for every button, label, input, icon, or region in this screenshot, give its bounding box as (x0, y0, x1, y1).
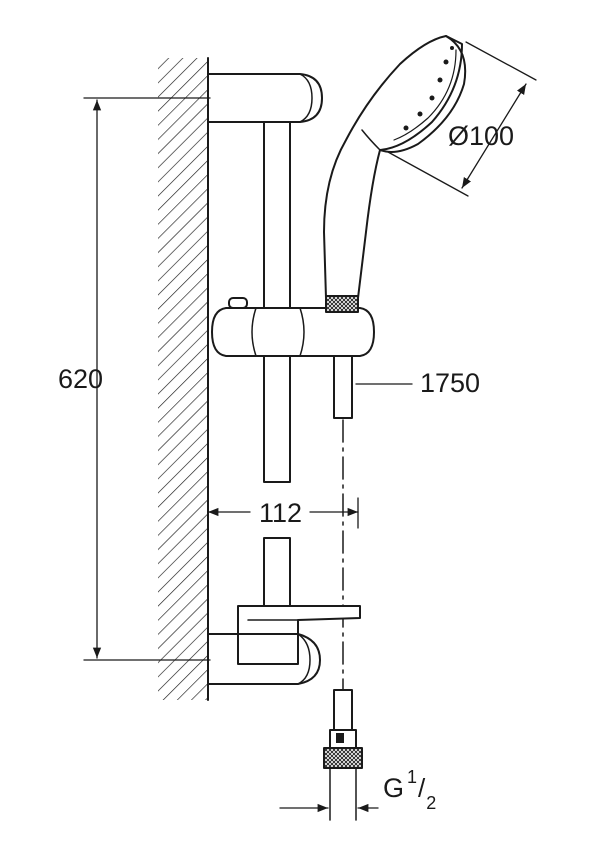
dimension-d100 (387, 41, 537, 197)
spray-nozzles (403, 46, 454, 131)
connection-slash: / (418, 773, 426, 803)
hose-end (333, 689, 353, 731)
shower-head-face (379, 35, 467, 153)
top-bracket (207, 73, 323, 123)
dimension-label-depth: 112 (255, 500, 307, 527)
dimension-label-hose-length: 1750 (420, 368, 481, 398)
dimension-label-head-diameter: Ø100 (448, 121, 515, 151)
slider (211, 307, 375, 357)
hose (333, 355, 353, 419)
rail-middle (263, 349, 291, 483)
dimension-label-height: 620 (58, 364, 104, 394)
bottom-bracket (207, 633, 321, 685)
rail-lower (263, 537, 291, 613)
connection-numerator: 1 (407, 767, 418, 787)
handle-nut (325, 295, 359, 313)
dimension-620 (83, 97, 211, 661)
hose-nut (323, 747, 363, 769)
wall-hatch (158, 58, 208, 700)
connection-denominator: 2 (426, 793, 437, 814)
hand-shower (323, 35, 463, 299)
rail-upper (263, 121, 291, 311)
slider-button (228, 297, 248, 309)
dimension-112 (207, 497, 359, 529)
connection-letter: G (383, 773, 405, 803)
